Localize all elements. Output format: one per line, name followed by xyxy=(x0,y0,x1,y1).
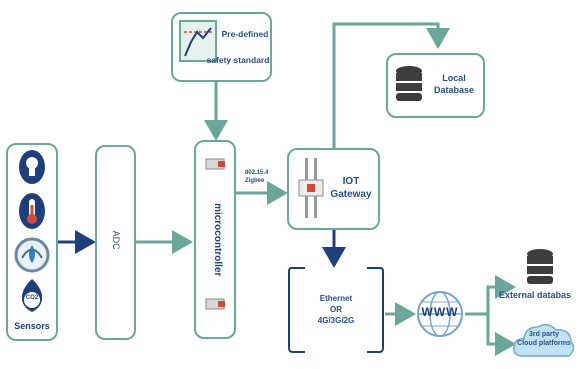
local-db-label-line1: Local xyxy=(442,73,466,83)
network-label-line2: OR xyxy=(330,305,342,314)
zigbee-label-line2: Zigbee xyxy=(245,178,265,184)
safety-label-line2: safety standard xyxy=(206,55,270,65)
network-bracket-frame xyxy=(288,267,384,353)
humidity-gauge-icon xyxy=(14,237,50,273)
chip-icon-bottom xyxy=(205,298,225,310)
safety-standard-block: Pre-defined safety standard xyxy=(171,12,272,82)
external-database-icon xyxy=(527,249,553,284)
gateway-label-line2: Gateway xyxy=(330,189,372,200)
database-icon xyxy=(396,66,422,101)
light-bulb-icon xyxy=(14,150,50,312)
local-database-block: Local Database xyxy=(386,53,485,118)
www-globe-icon xyxy=(417,291,463,337)
safety-chart-icon xyxy=(179,20,217,62)
thermometer-icon xyxy=(19,193,45,229)
gateway-label-line1: IOT xyxy=(342,176,360,187)
cloud-label-line2: Cloud platforms xyxy=(517,340,571,347)
network-block: Ethernet OR 4G/3G/2G xyxy=(287,266,385,354)
local-db-label-line2: Database xyxy=(433,85,475,95)
zigbee-label-line1: 802.15.4 xyxy=(245,170,269,176)
adc-block: ADC xyxy=(95,145,136,340)
cloud-platforms-icon xyxy=(513,323,575,357)
gateway-to-localdb-arrow xyxy=(332,22,450,148)
co2-text: CO2 xyxy=(25,295,39,301)
iot-gateway-block: IOT Gateway xyxy=(287,148,380,230)
www-to-cloud-arrow xyxy=(486,314,516,356)
network-label-line1: Ethernet xyxy=(319,294,353,303)
www-to-external-arrow xyxy=(465,275,516,316)
sensors-label: Sensors xyxy=(14,321,50,331)
microcontroller-block: microcontroller xyxy=(194,140,236,339)
chip-icon-top xyxy=(205,158,225,170)
sensors-panel: CO2 Sensors xyxy=(6,143,58,341)
adc-label: ADC xyxy=(111,230,122,250)
gateway-device-icon xyxy=(298,158,324,218)
www-label: WWW xyxy=(421,305,459,319)
safety-label-line1: Pre-defined xyxy=(221,29,269,39)
co2-sensor-icon xyxy=(21,279,43,312)
network-label-line3: 4G/3G/2G xyxy=(317,316,355,325)
microcontroller-label: microcontroller xyxy=(211,203,223,277)
external-db-label: External databas xyxy=(499,290,572,300)
cloud-label-line1: 3rd party xyxy=(529,331,559,338)
